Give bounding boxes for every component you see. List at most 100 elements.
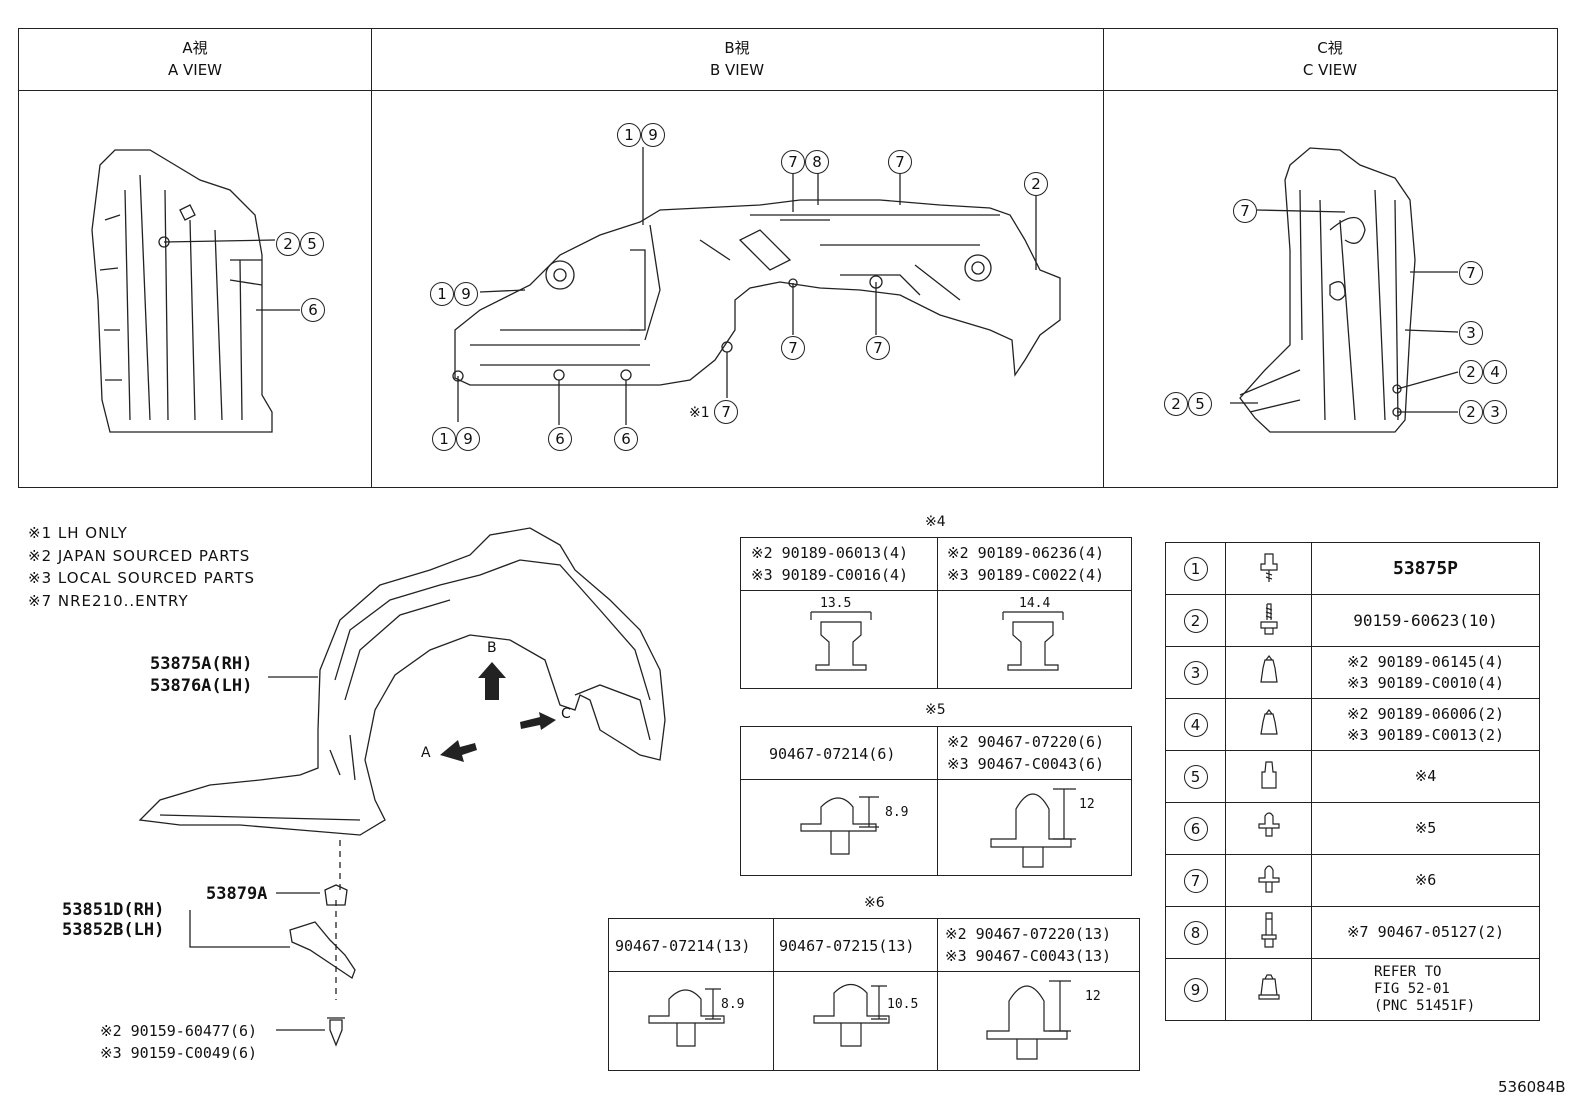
table5-title: ※5 <box>925 702 946 718</box>
views-drawing <box>91 147 1459 433</box>
legend-number: 4 <box>1183 712 1208 737</box>
callout-b-lh-7: ※1 7 <box>689 400 739 424</box>
screw-icon <box>1259 552 1278 582</box>
legend-line: FIG 52-01 <box>1374 981 1450 997</box>
callout-number: 7 <box>888 150 912 174</box>
callout-b-6b: 6 <box>614 427 638 451</box>
table4-h1b: ※3 90189-C0016(4) <box>751 566 909 584</box>
views-panel: A視 A VIEW B視 B VIEW C視 C VIEW <box>18 28 1558 488</box>
part-seal-lh: 53852B(LH) <box>62 920 165 940</box>
table6-dim2: 10.5 <box>887 997 919 1012</box>
callout-number: 8 <box>805 150 829 174</box>
part-screw-local: ※3 90159-C0049(6) <box>100 1044 258 1062</box>
view-a-jp: A視 <box>182 39 208 57</box>
callout-number: 9 <box>456 427 480 451</box>
table6-h3a: ※2 90467-07220(13) <box>945 925 1112 943</box>
legend-part: 53875P <box>1311 542 1540 595</box>
legend-number: 9 <box>1183 977 1208 1002</box>
view-divider <box>1103 29 1104 487</box>
legend-line: ※2 90189-06006(2) <box>1346 704 1505 723</box>
legend-row: 2 90159-60623(10) <box>1165 594 1540 647</box>
retainer-icon <box>1257 973 1280 1000</box>
legend-part: 90159-60623(10) <box>1311 594 1540 647</box>
callout-number: 7 <box>1459 261 1483 285</box>
note-local-sourced: ※3 LOCAL SOURCED PARTS <box>28 569 255 587</box>
legend-row: 3 ※2 90189-06145(4)※3 90189-C0010(4) <box>1165 646 1540 699</box>
view-b-header: B視 B VIEW <box>371 29 1103 91</box>
callout-number: 3 <box>1483 400 1507 424</box>
arrow-a-shape <box>440 740 477 762</box>
table5-dim2: 12 <box>1079 797 1095 812</box>
callout-number: 9 <box>641 123 665 147</box>
legend-line: REFER TO <box>1374 964 1442 980</box>
callout-number: 6 <box>614 427 638 451</box>
callout-c-7-top: 7 <box>1233 199 1257 223</box>
leader-lines <box>163 147 1459 425</box>
view-a-header: A視 A VIEW <box>19 29 371 91</box>
table6-dim1: 8.9 <box>721 997 745 1012</box>
table4: ※2 90189-06013(4) ※3 90189-C0016(4) ※2 9… <box>740 537 1132 689</box>
view-b-jp: B視 <box>724 39 750 57</box>
legend-number: 7 <box>1183 868 1208 893</box>
legend-number: 5 <box>1183 764 1208 789</box>
callout-number: 2 <box>1459 360 1483 384</box>
legend-number: 3 <box>1183 660 1208 685</box>
legend-row: 1 53875P <box>1165 542 1540 595</box>
table4-dim2: 14.4 <box>1019 596 1051 611</box>
table5-h1: 90467-07214(6) <box>769 745 896 763</box>
nut-icon <box>1259 708 1278 735</box>
legend-part: ※2 90189-06006(2) ※3 90189-C0013(2) <box>1311 698 1540 751</box>
callout-number: 1 <box>617 123 641 147</box>
legend-number: 2 <box>1183 608 1208 633</box>
table4-title: ※4 <box>925 514 946 530</box>
callout-b-7: 7 <box>888 150 912 174</box>
note-entry: ※7 NRE210..ENTRY <box>28 591 189 610</box>
illustration-id: 536084B <box>1498 1078 1566 1096</box>
legend-row: 5 ※4 <box>1165 750 1540 803</box>
callout-number: 6 <box>548 427 572 451</box>
view-a-en: A VIEW <box>167 61 223 79</box>
bracket-shape <box>289 921 356 979</box>
clip-icon <box>1257 864 1280 893</box>
callout-number: 5 <box>1188 392 1212 416</box>
pin-icon <box>1260 911 1277 948</box>
callout-b-6a: 6 <box>548 427 572 451</box>
callout-note: ※1 <box>689 405 710 421</box>
legend-part: ※6 <box>1311 854 1540 907</box>
table5: 90467-07214(6) ※2 90467-07220(6) ※3 9046… <box>740 726 1132 876</box>
nut-icon <box>1260 760 1277 789</box>
legend-line: ※3 90189-C0013(2) <box>1346 725 1505 744</box>
callout-number: 7 <box>1233 199 1257 223</box>
table4-h2a: ※2 90189-06236(4) <box>947 544 1105 562</box>
notes-list: ※1 LH ONLY ※2 JAPAN SOURCED PARTS ※3 LOC… <box>28 522 255 612</box>
view-c-header: C視 C VIEW <box>1103 29 1557 91</box>
legend-row: 8 ※7 90467-05127(2) <box>1165 906 1540 959</box>
arrow-c-label: C <box>561 706 571 722</box>
callout-number: 2 <box>1024 172 1048 196</box>
callout-b-7-mid2: 7 <box>866 336 890 360</box>
table5-h2b: ※3 90467-C0043(6) <box>947 755 1105 773</box>
table4-h1a: ※2 90189-06013(4) <box>751 544 909 562</box>
legend-part: ※5 <box>1311 802 1540 855</box>
callout-b-2: 2 <box>1024 172 1048 196</box>
arrow-a-label: A <box>421 745 431 761</box>
callout-number: 7 <box>781 150 805 174</box>
callout-c-7-right: 7 <box>1459 261 1483 285</box>
table6-h2: 90467-07215(13) <box>779 937 915 955</box>
arrow-c-shape <box>520 712 556 730</box>
view-divider <box>371 29 372 487</box>
clip-shape <box>324 884 348 906</box>
callout-b-7-mid: 7 <box>781 336 805 360</box>
table5-dim1: 8.9 <box>885 805 909 820</box>
view-b-en: B VIEW <box>709 61 765 79</box>
clip-icon <box>1257 811 1280 837</box>
screw-shape <box>327 1017 345 1047</box>
table6-title: ※6 <box>864 895 885 911</box>
callout-number: 4 <box>1483 360 1507 384</box>
